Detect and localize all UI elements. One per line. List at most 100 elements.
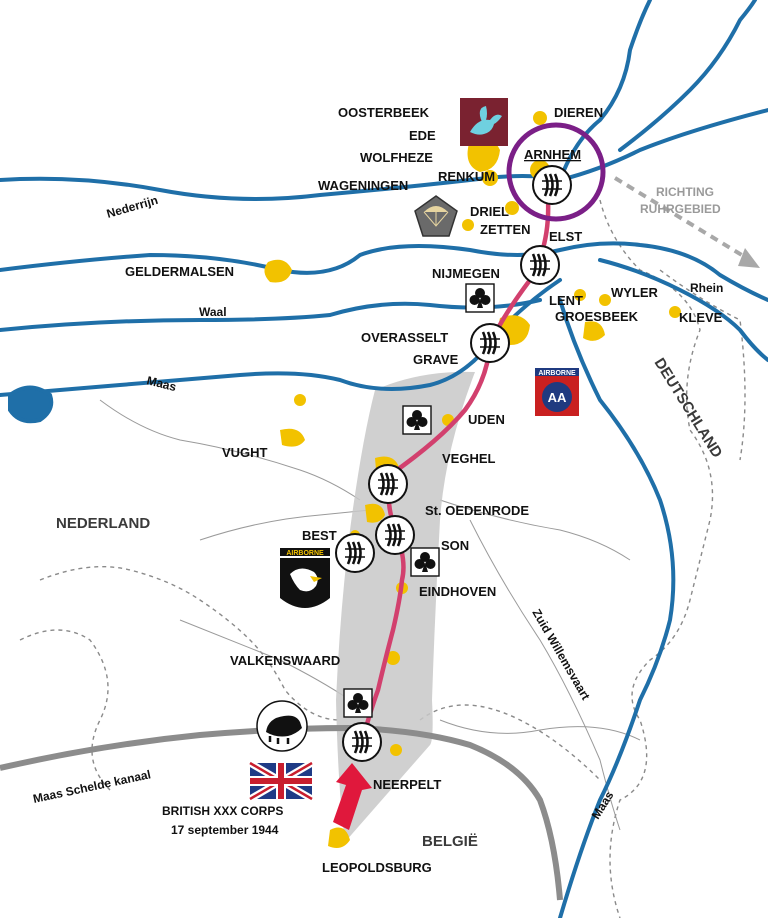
city-leopoldsburg bbox=[328, 827, 350, 848]
club-icon bbox=[402, 405, 432, 435]
city-markers bbox=[264, 111, 681, 848]
label-lent: LENT bbox=[549, 293, 583, 308]
label-driel: DRIEL bbox=[470, 204, 509, 219]
label-st-oedenrode: St. OEDENRODE bbox=[425, 503, 529, 518]
label-nederrijn: Nederrijn bbox=[105, 193, 160, 221]
ijssel-river-2 bbox=[618, 0, 757, 152]
bridge-icon bbox=[469, 322, 511, 364]
border-nl-be bbox=[39, 566, 601, 781]
bridge-icon bbox=[334, 532, 376, 574]
zuid-willemsvaart-line bbox=[469, 519, 621, 831]
city-vught-2 bbox=[280, 428, 305, 447]
label-nederland: NEDERLAND bbox=[56, 515, 150, 532]
arnhem-objective-circle bbox=[506, 122, 606, 222]
label-best: BEST bbox=[302, 528, 337, 543]
ijssel-river bbox=[558, 0, 652, 182]
ruhrgebied-arrow-head bbox=[738, 248, 760, 268]
charging-boar-insignia-icon bbox=[256, 700, 308, 752]
label-leopoldsburg: LEOPOLDSBURG bbox=[322, 860, 432, 875]
bridge-icon bbox=[341, 721, 383, 763]
city-neerpelt bbox=[390, 744, 402, 756]
label-wyler: WYLER bbox=[611, 285, 659, 300]
label-groesbeek: GROESBEEK bbox=[555, 309, 639, 324]
label-waal: Waal bbox=[199, 305, 227, 319]
airborne-82-text: AIRBORNE bbox=[538, 370, 576, 377]
bridge-icon bbox=[367, 463, 409, 505]
minor-road-3 bbox=[199, 509, 371, 541]
city-kleve bbox=[669, 306, 681, 318]
city-dieren bbox=[533, 111, 547, 125]
label-valkenswaard: VALKENSWAARD bbox=[230, 653, 340, 668]
label-veghel: VEGHEL bbox=[442, 451, 496, 466]
label-nijmegen: NIJMEGEN bbox=[432, 266, 500, 281]
label-elst: ELST bbox=[549, 229, 582, 244]
minor-road-5 bbox=[179, 619, 351, 701]
label-zetten: ZETTEN bbox=[480, 222, 531, 237]
club-icon bbox=[410, 547, 440, 577]
label-corps-line1: BRITISH XXX CORPS bbox=[162, 804, 283, 818]
label-maas-west: Maas bbox=[145, 373, 178, 394]
border-region-1 bbox=[19, 629, 111, 791]
city-lent bbox=[574, 289, 586, 301]
minor-road-4 bbox=[439, 719, 641, 741]
city-valkenswaard bbox=[386, 651, 400, 665]
waal-river-2 bbox=[0, 298, 542, 332]
label-neerpelt: NEERPELT bbox=[373, 777, 441, 792]
city-vught-1 bbox=[294, 394, 306, 406]
airborne-101-text: AIRBORNE bbox=[286, 550, 324, 557]
label-vught: VUGHT bbox=[222, 445, 268, 460]
label-overasselt: OVERASSELT bbox=[361, 330, 448, 345]
corps-note: BRITISH XXX CORPS 17 september 1944 bbox=[162, 804, 283, 837]
airborne-82-number-text: AA bbox=[548, 390, 567, 405]
city-geldermalsen bbox=[264, 259, 292, 283]
minor-road-2 bbox=[439, 499, 631, 561]
label-zuid-willemsvaart: Zuid Willemsvaart bbox=[529, 607, 592, 703]
label-deutschland: DEUTSCHLAND bbox=[651, 355, 726, 461]
polish-parachute-insignia-icon bbox=[414, 195, 458, 237]
label-wolfheze: WOLFHEZE bbox=[360, 150, 433, 165]
maas-schelde-kanaal bbox=[0, 724, 563, 901]
label-arnhem: ARNHEM bbox=[524, 147, 581, 162]
label-direction-line2: RUHRGEBIED bbox=[640, 202, 721, 216]
place-labels: OOSTERBEEK EDE WOLFHEZE RENKUM WAGENINGE… bbox=[125, 105, 723, 875]
club-icon bbox=[465, 283, 495, 313]
city-st-oedenrode bbox=[365, 503, 385, 523]
screaming-eagle-insignia-icon: AIRBORNE bbox=[280, 548, 330, 608]
label-belgie: BELGIË bbox=[422, 833, 478, 850]
minor-road-1 bbox=[99, 399, 361, 501]
direction-note: RICHTING RUHRGEBIED bbox=[640, 185, 721, 216]
city-driel bbox=[505, 201, 519, 215]
label-son: SON bbox=[441, 538, 469, 553]
label-maas-schelde-kanaal: Maas Schelde kanaal bbox=[32, 767, 152, 806]
label-ede: EDE bbox=[409, 128, 436, 143]
label-rhein: Rhein bbox=[690, 281, 723, 295]
label-kleve: KLEVE bbox=[679, 310, 723, 325]
label-wageningen: WAGENINGEN bbox=[318, 178, 408, 193]
borders bbox=[19, 199, 746, 918]
bridge-icon bbox=[374, 514, 416, 556]
bridge-icon bbox=[519, 244, 561, 286]
label-eindhoven: EINDHOVEN bbox=[419, 584, 496, 599]
airborne-82-insignia-icon: AIRBORNE AA bbox=[535, 368, 579, 416]
city-zetten bbox=[462, 219, 474, 231]
border-region-2 bbox=[659, 269, 746, 461]
label-oosterbeek: OOSTERBEEK bbox=[338, 105, 430, 120]
club-icon bbox=[343, 688, 373, 718]
advance-arrow-icon bbox=[333, 763, 372, 830]
maas-river-east bbox=[558, 298, 676, 918]
waal-river bbox=[0, 241, 768, 302]
label-direction-line1: RICHTING bbox=[656, 185, 714, 199]
union-jack-flag-icon bbox=[248, 759, 314, 803]
border-nl-de bbox=[599, 199, 714, 918]
bridge-icon bbox=[531, 164, 573, 206]
city-renkum bbox=[482, 170, 498, 186]
label-uden: UDEN bbox=[468, 412, 505, 427]
label-grave: GRAVE bbox=[413, 352, 459, 367]
river-east-branch bbox=[598, 258, 768, 362]
nederrijn-river bbox=[0, 108, 768, 201]
label-renkum: RENKUM bbox=[438, 169, 495, 184]
ruhrgebied-arrow bbox=[613, 176, 752, 262]
